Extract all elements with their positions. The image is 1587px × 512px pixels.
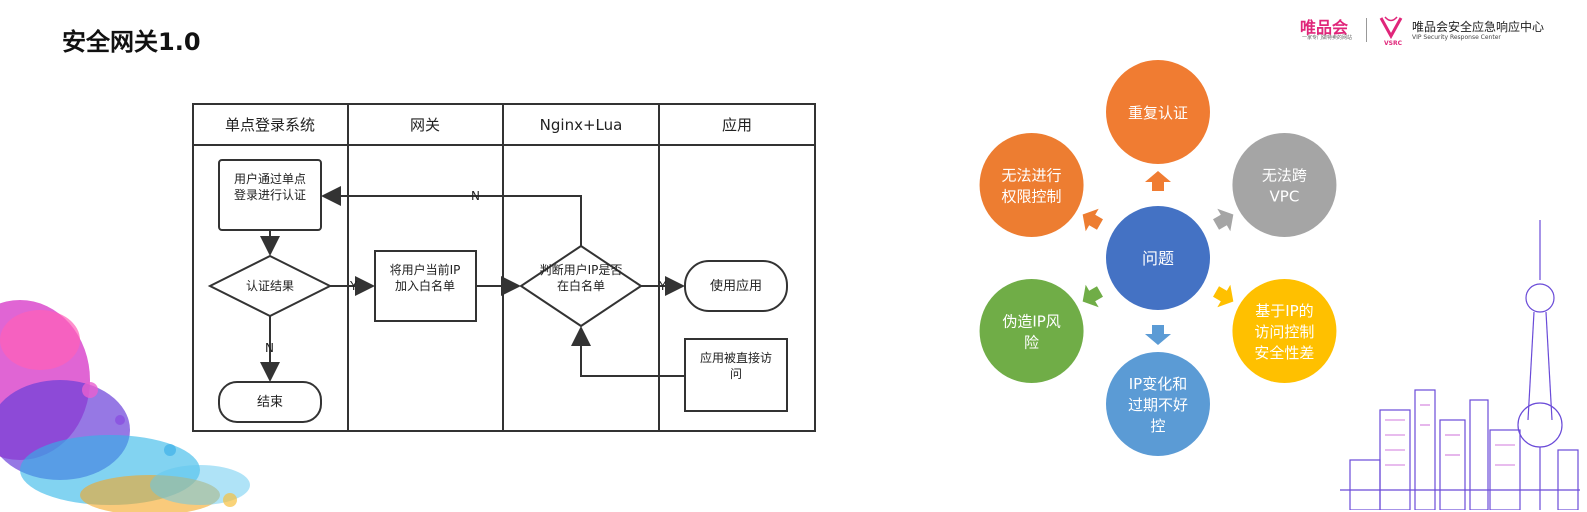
edge-label-no-1: N — [265, 341, 274, 355]
lane-header-nginx: Nginx+Lua — [540, 116, 623, 134]
problem-item-label: 伪造IP风险 — [1002, 313, 1060, 352]
problem-item-circle — [979, 279, 1084, 383]
paint-splash-decoration — [0, 300, 250, 512]
vsrc-logo-icon — [1379, 16, 1403, 40]
brand-center-cn: 唯品会安全应急响应中心 — [1412, 20, 1545, 34]
node-sso-login-label: 用户通过单点登录进行认证 — [234, 171, 306, 202]
node-auth-result-label: 认证结果 — [246, 279, 294, 293]
lane-header-gateway: 网关 — [410, 116, 440, 134]
lane-header-app: 应用 — [722, 116, 752, 134]
problem-arrow-icon — [1082, 208, 1103, 232]
problem-center-label: 问题 — [1142, 249, 1174, 268]
edge-direct-to-check — [571, 326, 685, 377]
problem-item-circle — [1106, 352, 1210, 456]
problem-arrow-icon — [1145, 325, 1171, 345]
problem-arrow-icon — [1213, 208, 1234, 232]
brand-name: 唯品会 — [1300, 18, 1349, 37]
brand-divider — [1366, 18, 1367, 42]
node-check-whitelist-label: 判断用户IP是否在白名单 — [540, 262, 623, 293]
problem-item-label: 无法进行权限控制 — [1002, 167, 1062, 206]
node-direct-access-label: 应用被直接访问 — [700, 350, 772, 381]
problem-item-circle — [1232, 279, 1337, 383]
edge-label-no-2: N — [471, 189, 480, 203]
edge-check-to-login — [321, 186, 582, 246]
problem-arrow-icon — [1213, 284, 1234, 308]
node-add-whitelist — [374, 250, 477, 322]
problem-item-label: 基于IP的访问控制安全性差 — [1254, 302, 1314, 362]
brand-center-en: VIP Security Response Center — [1412, 34, 1501, 41]
node-direct-access — [684, 338, 788, 412]
brand-header: 唯品会 一家专门做特卖的网站 VSRC 唯品会安全应急响应中心 VIP Secu… — [1300, 14, 1580, 47]
node-use-app-label: 使用应用 — [710, 278, 762, 294]
node-use-app — [684, 260, 788, 312]
node-end-label: 结束 — [257, 395, 283, 410]
problem-item-circle — [979, 133, 1084, 237]
edge-label-yes-1: Y — [349, 279, 358, 293]
brand-slogan: 一家专门做特卖的网站 — [1302, 35, 1353, 41]
edge-label-yes-2: Y — [658, 279, 667, 293]
page-title: 安全网关1.0 — [62, 28, 201, 56]
problem-item-label: 重复认证 — [1128, 104, 1188, 122]
problem-item-circle — [1232, 133, 1337, 237]
problem-arrow-icon — [1145, 171, 1171, 191]
city-skyline-decoration — [1340, 220, 1580, 510]
lane-header-sso: 单点登录系统 — [225, 116, 315, 134]
node-end — [218, 381, 322, 423]
swimlane-flowchart: 单点登录系统 网关 Nginx+Lua 应用 用户通过单点登录进行认证 认证结果… — [192, 103, 816, 432]
problem-center-circle — [1106, 206, 1210, 310]
vsrc-mark: VSRC — [1384, 40, 1402, 47]
problem-item-label: IP变化和过期不好控 — [1128, 375, 1188, 435]
problem-arrow-icon — [1082, 284, 1103, 308]
problem-item-circle — [1106, 60, 1210, 164]
